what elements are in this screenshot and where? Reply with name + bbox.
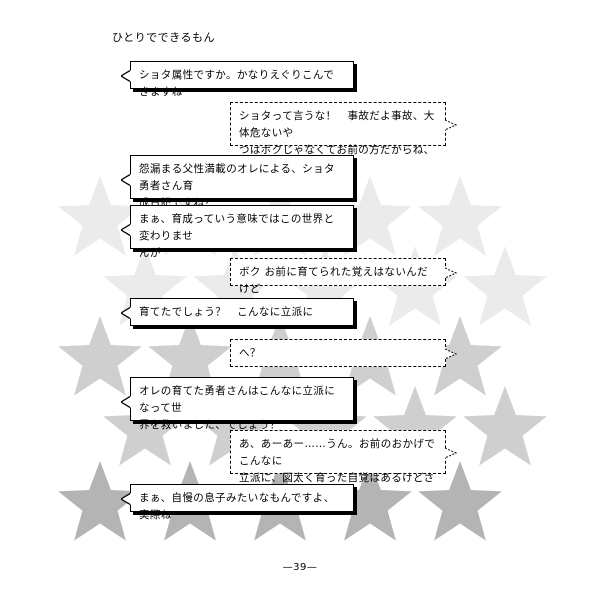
bubble-line-1: まぁ、自慢の息子みたいなもんですよ、実際ね bbox=[139, 492, 335, 521]
bubble-tail-icon bbox=[445, 119, 457, 131]
speech-bubble-left-4: 育てたでしょう？ こんなに立派に bbox=[121, 298, 354, 326]
bubble-line-2: 立派に、図太く育った自覚はあるけどさ bbox=[239, 472, 435, 484]
bubble-tail-icon bbox=[121, 307, 131, 319]
speech-bubble-left-6: まぁ、自慢の息子みたいなもんですよ、実際ね bbox=[121, 484, 354, 521]
star-shape bbox=[103, 246, 187, 326]
bubble-tail-icon bbox=[121, 224, 131, 236]
star-shape bbox=[148, 316, 232, 396]
bubble-line-1: ショタって言うな！ 事故だよ事故、大体危ないや bbox=[239, 110, 435, 139]
speech-bubble-right-1: ショタって言うな！ 事故だよ事故、大体危ないや つはボクじゃなくてお前の方だから… bbox=[230, 102, 457, 173]
bubble-line-1: 怨漏まる父性満載のオレによる、ショタ勇者さん育 bbox=[139, 163, 335, 192]
bubble-line-2: 界を救いました、でしょう？ bbox=[139, 419, 281, 431]
speech-bubble-right-4: あ、あーあー……うん。お前のおかげでこんなに 立派に、図太く育った自覚はあるけど… bbox=[230, 430, 457, 484]
bubble-line-1: オレの育てた勇者さんはこんなに立派になって世 bbox=[139, 385, 336, 414]
speech-bubble-left-5: オレの育てた勇者さんはこんなに立派になって世 界を救いました、でしょう？ bbox=[121, 377, 354, 431]
star-shape bbox=[463, 386, 547, 466]
star-shape bbox=[58, 461, 142, 541]
bubble-tail-icon bbox=[445, 348, 457, 360]
star-shape bbox=[58, 316, 142, 396]
bubble-line-1: へ？ bbox=[239, 347, 261, 359]
speech-bubble-left-1: ショタ属性ですか。かなりえぐりこんできますね bbox=[121, 61, 354, 98]
star-shape bbox=[418, 461, 502, 541]
star-shape bbox=[418, 176, 502, 256]
bubble-line-1: 育てたでしょう？ こんなに立派に bbox=[139, 306, 314, 318]
bubble-line-1: あ、あーあー……うん。お前のおかげでこんなに bbox=[239, 438, 436, 467]
star-shape bbox=[328, 461, 412, 541]
bubble-tail-icon bbox=[121, 493, 131, 505]
speech-bubble-left-3: まぁ、育成っていう意味ではこの世界と変わりませ んが bbox=[121, 205, 354, 259]
star-shape bbox=[328, 176, 412, 256]
star-shape bbox=[418, 316, 502, 396]
speech-bubble-right-2: ボク お前に育てられた覚えはないんだけど bbox=[230, 258, 457, 295]
bubble-tail-icon bbox=[445, 267, 457, 279]
speech-bubble-left-2: 怨漏まる父性満載のオレによる、ショタ勇者さん育 成日記ですね？ bbox=[121, 155, 354, 209]
page-title: ひとりでできるもん bbox=[112, 31, 215, 44]
speech-bubble-right-3: へ？ bbox=[230, 339, 457, 367]
bubble-line-2: んが bbox=[139, 247, 161, 259]
bubble-line-1: ショタ属性ですか。かなりえぐりこんできますね bbox=[139, 69, 335, 98]
star-shape bbox=[463, 246, 547, 326]
star-shape bbox=[283, 386, 367, 466]
star-shape bbox=[103, 386, 187, 466]
page-number: —39— bbox=[282, 562, 318, 573]
star-shape bbox=[193, 386, 277, 466]
star-shape bbox=[373, 386, 457, 466]
bubble-tail-icon bbox=[121, 174, 131, 186]
star-shape bbox=[58, 176, 142, 256]
bubble-tail-icon bbox=[121, 396, 131, 408]
bubble-tail-icon bbox=[121, 70, 131, 82]
bubble-tail-icon bbox=[445, 447, 457, 459]
bubble-line-1: まぁ、育成っていう意味ではこの世界と変わりませ bbox=[139, 213, 335, 242]
bubble-line-1: ボク お前に育てられた覚えはないんだけど bbox=[239, 266, 429, 295]
